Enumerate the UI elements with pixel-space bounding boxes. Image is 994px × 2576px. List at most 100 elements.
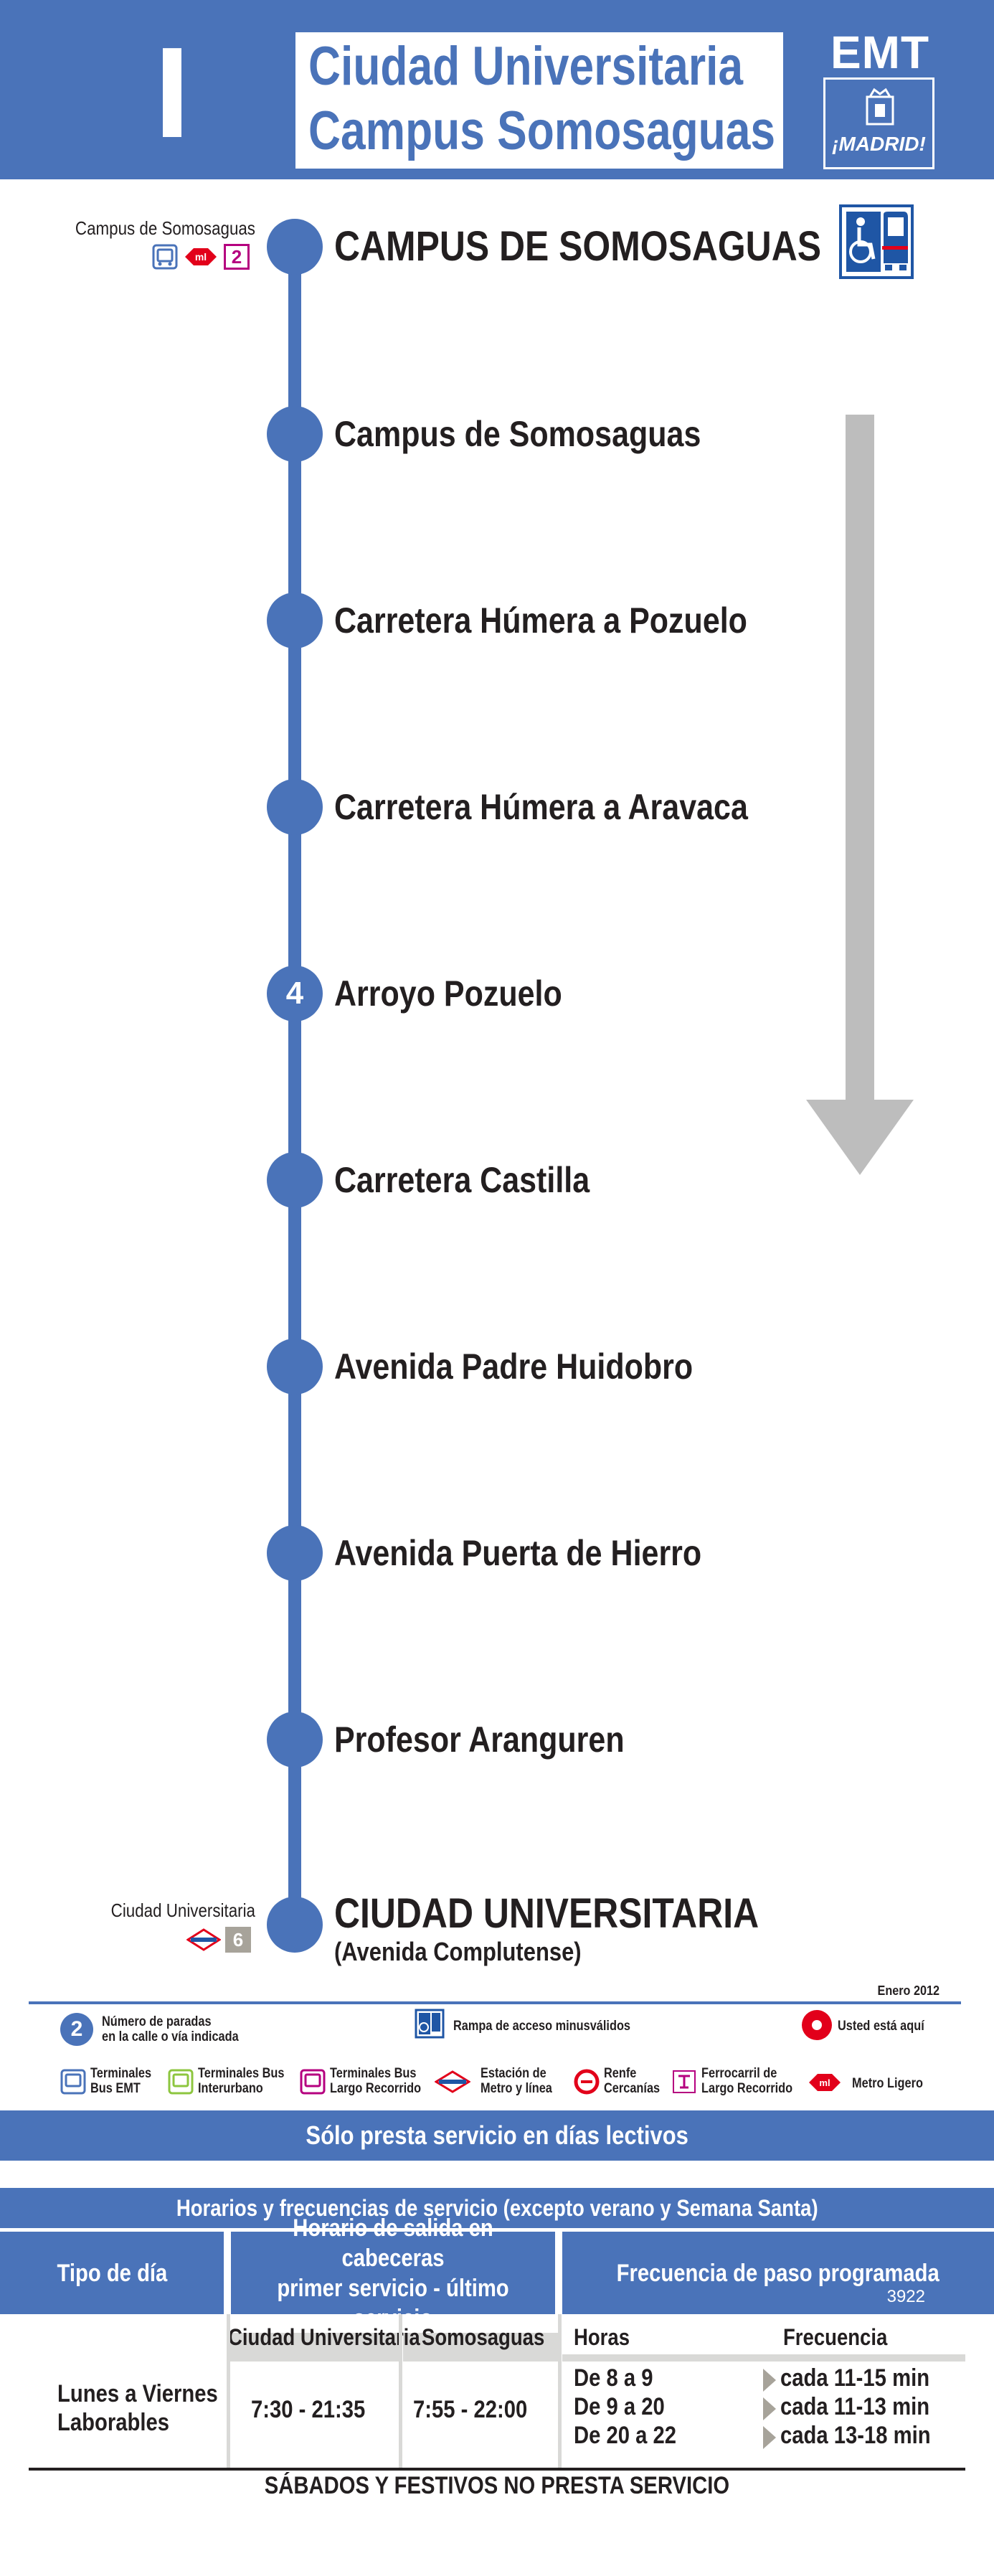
stop-name: Avenida Padre Huidobro bbox=[334, 1346, 694, 1387]
metro-ligero-line-badge: 2 bbox=[224, 244, 250, 270]
legend-text: Terminales bbox=[90, 2066, 152, 2081]
madrid-logo: ¡MADRID! bbox=[823, 77, 934, 169]
table-bottom-rule bbox=[29, 2468, 965, 2471]
schedule-title-band: Horarios y frecuencias de servicio (exce… bbox=[0, 2188, 994, 2228]
legend-text: Ferrocarril de bbox=[701, 2066, 777, 2081]
bus-emt-icon bbox=[60, 2069, 86, 2095]
time-ciudad: 7:30 - 21:35 bbox=[251, 2396, 366, 2423]
stop-marker bbox=[267, 1525, 323, 1581]
service-notice: Sólo presta servicio en días lectivos bbox=[306, 2120, 688, 2150]
subheader-frequency: Frecuencia bbox=[783, 2324, 888, 2350]
weekend-notice-row: SÁBADOS Y FESTIVOS NO PRESTA SERVICIO bbox=[0, 2472, 994, 2500]
legend-divider bbox=[29, 2001, 961, 2004]
arrow-bullet-icon bbox=[763, 2426, 776, 2449]
connection-label: Campus de Somosaguas bbox=[75, 217, 255, 239]
column-divider bbox=[558, 2314, 562, 2471]
day-type-line-2: Laborables bbox=[57, 2409, 169, 2436]
destination-2: Campus Somosaguas bbox=[308, 100, 776, 161]
subheader-bg bbox=[228, 2333, 400, 2362]
accessible-bus-icon bbox=[839, 204, 914, 279]
col-header-day-type: Tipo de día bbox=[0, 2232, 224, 2314]
hours-range: De 9 a 20 bbox=[574, 2393, 665, 2420]
stop-marker bbox=[267, 1712, 323, 1768]
legend-text: Metro Ligero bbox=[852, 2076, 923, 2091]
frequency-value: cada 11-13 min bbox=[780, 2393, 930, 2420]
stop-marker bbox=[267, 406, 323, 462]
legend-text: Interurbano bbox=[198, 2081, 263, 2096]
stop-marker bbox=[267, 779, 323, 835]
subheader-hours: Horas bbox=[574, 2324, 630, 2350]
legend-text: Bus EMT bbox=[90, 2081, 141, 2096]
destination-1: Ciudad Universitaria bbox=[308, 36, 744, 97]
stop-subname: (Avenida Complutense) bbox=[334, 1937, 582, 1966]
stop-count-legend-badge: 2 bbox=[60, 2013, 93, 2046]
madrid-crest-icon bbox=[866, 88, 894, 126]
stop-name: Arroyo Pozuelo bbox=[334, 973, 562, 1014]
emt-logo-text: EMT bbox=[830, 27, 930, 78]
stop-marker bbox=[267, 1339, 323, 1395]
stop-marker bbox=[267, 219, 323, 275]
stop-name: Carretera Castilla bbox=[334, 1160, 590, 1200]
stop-name: Avenida Puerta de Hierro bbox=[334, 1533, 702, 1573]
svg-text:ml: ml bbox=[819, 2077, 830, 2088]
frequency-value: cada 11-15 min bbox=[780, 2364, 930, 2392]
legend-text: en la calle o vía indicada bbox=[102, 2029, 239, 2044]
service-notice-band: Sólo presta servicio en días lectivos bbox=[0, 2110, 994, 2161]
bus-emt-icon bbox=[152, 244, 178, 270]
subheader-bg bbox=[562, 2354, 965, 2362]
legend-text: Largo Recorrido bbox=[701, 2081, 793, 2096]
legend-text: Terminales Bus bbox=[330, 2066, 417, 2081]
route-line bbox=[288, 247, 301, 1931]
stop-name: Carretera Húmera a Pozuelo bbox=[334, 600, 747, 641]
legend-text: Rampa de acceso minusválidos bbox=[453, 2019, 631, 2034]
hours-range: De 20 a 22 bbox=[574, 2422, 677, 2449]
arrow-bullet-icon bbox=[763, 2369, 776, 2392]
day-type-line-1: Lunes a Viernes bbox=[57, 2380, 218, 2407]
col-header-frequency: Frecuencia de paso programada bbox=[562, 2232, 994, 2314]
destination-box: Ciudad Universitaria Campus Somosaguas bbox=[295, 32, 783, 169]
legend-text: Largo Recorrido bbox=[330, 2081, 422, 2096]
legend-text: Número de paradas bbox=[102, 2014, 212, 2029]
stop-name: Profesor Aranguren bbox=[334, 1719, 625, 1760]
connection-label: Ciudad Universitaria bbox=[110, 1900, 255, 1921]
stop-name: CIUDAD UNIVERSITARIA bbox=[334, 1890, 759, 1937]
legend-text: Metro y línea bbox=[481, 2081, 552, 2096]
weekend-notice: SÁBADOS Y FESTIVOS NO PRESTA SERVICIO bbox=[264, 2472, 730, 2499]
frequency-value: cada 13-18 min bbox=[780, 2422, 931, 2449]
train-icon bbox=[673, 2070, 696, 2093]
subheader-bg bbox=[403, 2333, 558, 2362]
arrow-bullet-icon bbox=[763, 2397, 776, 2420]
stop-count-badge: 4 bbox=[267, 966, 323, 1022]
renfe-icon bbox=[574, 2069, 600, 2095]
subheader-ciudad: Ciudad Universitaria bbox=[228, 2324, 420, 2350]
metro-ligero-icon: ml bbox=[185, 248, 217, 265]
stop-name: CAMPUS DE SOMOSAGUAS bbox=[334, 223, 821, 270]
stop-name: Carretera Húmera a Aravaca bbox=[334, 787, 748, 827]
metro-icon bbox=[186, 1928, 221, 1951]
header-bar: I Ciudad Universitaria Campus Somosaguas… bbox=[0, 0, 994, 179]
you-are-here-icon bbox=[802, 2010, 832, 2040]
legend-text: Estación de bbox=[481, 2066, 546, 2081]
ramp-icon bbox=[415, 2009, 445, 2039]
svg-text:ml: ml bbox=[195, 251, 207, 263]
col-header-departure: Horario de salida en cabeceras primer se… bbox=[231, 2214, 555, 2332]
date-label: Enero 2012 bbox=[877, 1983, 939, 1998]
legend-text: Usted está aquí bbox=[838, 2019, 924, 2034]
column-divider bbox=[227, 2314, 230, 2471]
subheader-somosaguas: Somosaguas bbox=[422, 2324, 545, 2350]
bus-largo-recorrido-icon bbox=[300, 2069, 326, 2095]
legend-text: Cercanías bbox=[604, 2081, 661, 2096]
stop-marker bbox=[267, 593, 323, 648]
metro-ligero-icon: ml bbox=[809, 2074, 841, 2091]
stop-name: Campus de Somosaguas bbox=[334, 414, 701, 454]
metro-line-badge: 6 bbox=[225, 1927, 251, 1953]
stop-marker bbox=[267, 1897, 323, 1953]
direction-arrow-icon bbox=[806, 415, 914, 1175]
metro-icon bbox=[435, 2070, 470, 2093]
schedule-title: Horarios y frecuencias de servicio (exce… bbox=[176, 2195, 818, 2221]
bus-interurbano-icon bbox=[168, 2069, 194, 2095]
time-somosaguas: 7:55 - 22:00 bbox=[413, 2396, 528, 2423]
schedule-code: 3922 bbox=[886, 2287, 925, 2306]
stop-marker bbox=[267, 1152, 323, 1208]
legend-text: Renfe bbox=[604, 2066, 637, 2081]
